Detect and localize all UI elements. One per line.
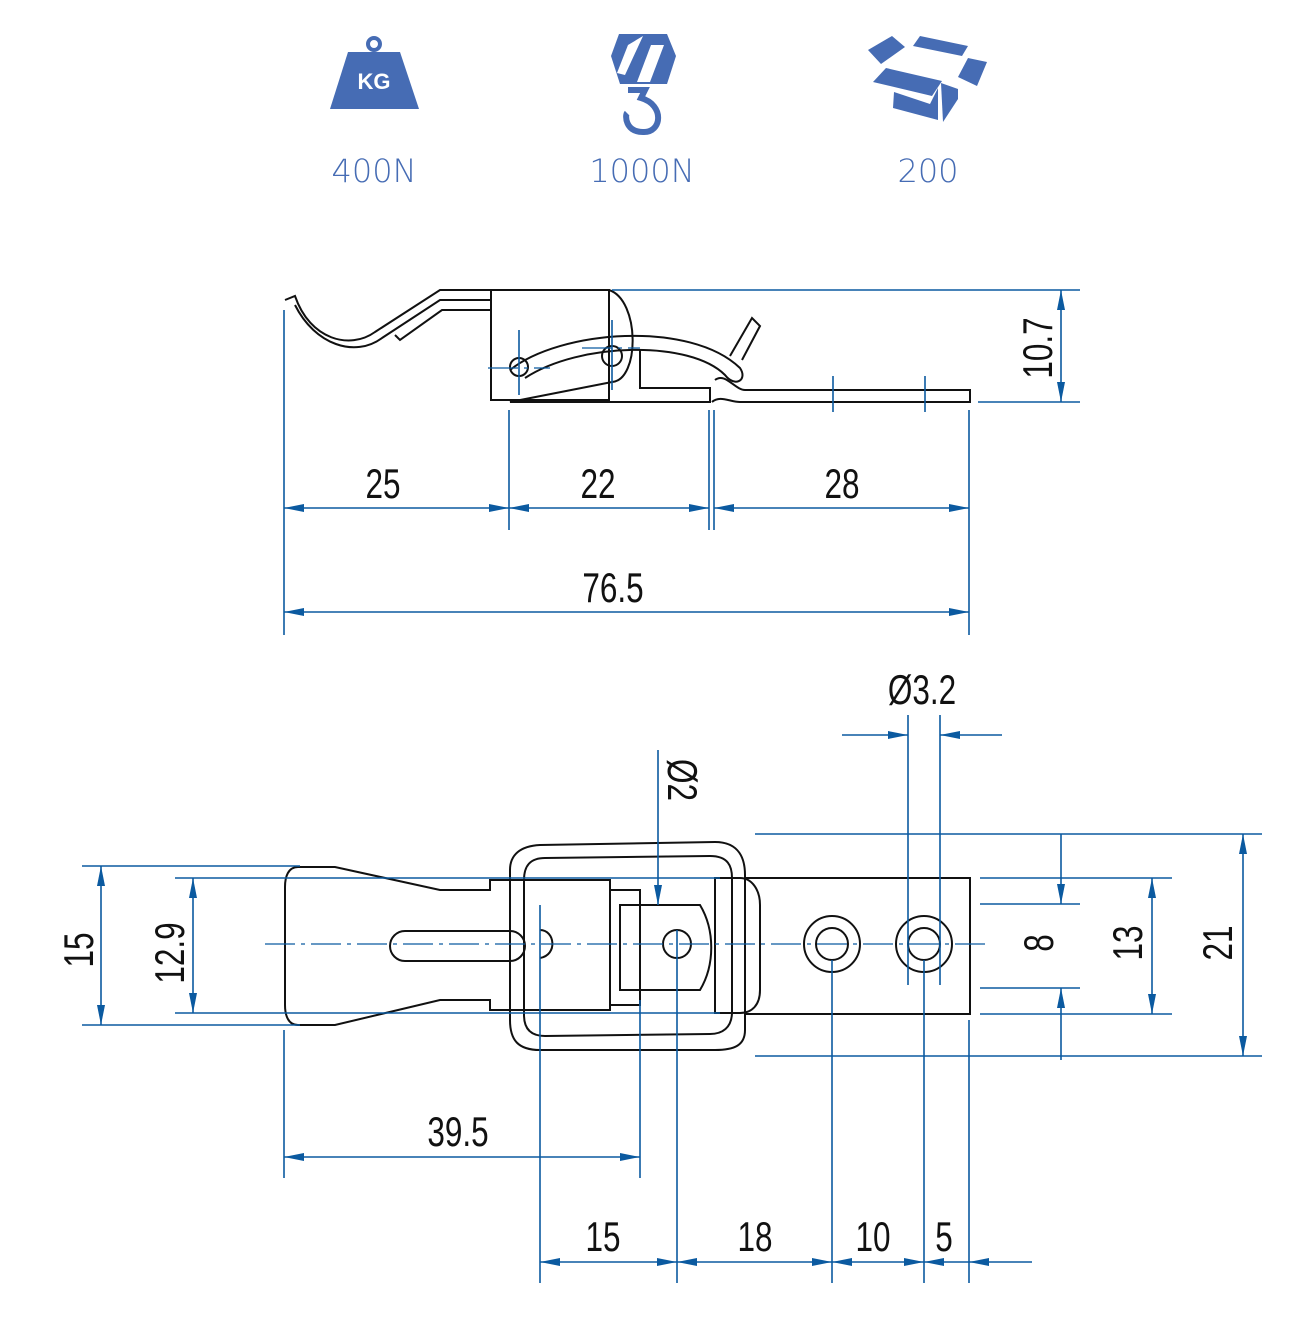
dim-8: 8 bbox=[1015, 934, 1063, 952]
dim-pin-diameter: Ø2 bbox=[659, 759, 707, 801]
dim-76-5: 76.5 bbox=[582, 564, 643, 612]
dim-15-width: 15 bbox=[55, 932, 103, 967]
dim-25: 25 bbox=[365, 460, 400, 508]
spec-value: 400N bbox=[331, 152, 417, 190]
dim-5: 5 bbox=[935, 1213, 953, 1261]
spec-value: 200 bbox=[897, 152, 959, 190]
dim-10: 10 bbox=[855, 1213, 890, 1261]
dim-15-x: 15 bbox=[585, 1213, 620, 1261]
top-view-dimensions: Ø3.2 Ø2 15 12.9 8 13 21 39.5 15 18 10 5 bbox=[55, 666, 1262, 1283]
dim-21: 21 bbox=[1194, 925, 1242, 960]
side-view bbox=[284, 289, 971, 412]
spec-value: 1000N bbox=[589, 152, 695, 190]
dim-39-5: 39.5 bbox=[427, 1108, 488, 1156]
top-view bbox=[265, 840, 985, 1051]
weight-kg-icon: KG bbox=[330, 36, 419, 109]
dim-hole-diameter: Ø3.2 bbox=[888, 666, 956, 714]
dim-28: 28 bbox=[824, 460, 859, 508]
weight-label: KG bbox=[358, 69, 391, 94]
dim-18: 18 bbox=[737, 1213, 772, 1261]
dim-13: 13 bbox=[1104, 925, 1152, 960]
side-view-dimensions: 25 22 28 76.5 10.7 bbox=[283, 289, 1080, 635]
crane-hook-icon bbox=[611, 34, 676, 135]
dim-12-9: 12.9 bbox=[146, 922, 194, 983]
dim-22: 22 bbox=[580, 460, 615, 508]
dim-10-7: 10.7 bbox=[1014, 317, 1062, 378]
open-box-icon bbox=[868, 36, 987, 122]
